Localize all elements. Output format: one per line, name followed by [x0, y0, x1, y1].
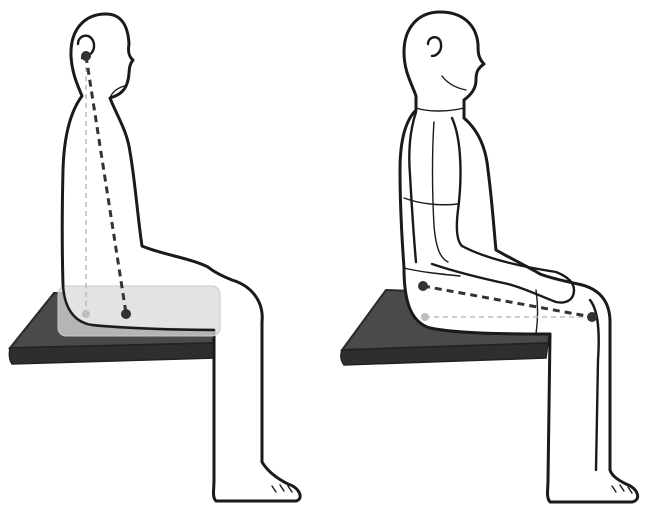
- left-light-marker: [82, 310, 90, 318]
- left-body-outline: [62, 14, 300, 501]
- left-figure: [9, 14, 300, 501]
- left-head-marker: [81, 51, 91, 61]
- right-body-outline: [400, 12, 638, 502]
- right-light-marker: [421, 313, 429, 321]
- left-pelvis-marker: [121, 309, 131, 319]
- right-figure: [341, 12, 638, 502]
- right-knee-marker: [587, 312, 597, 322]
- right-hip-marker: [418, 281, 428, 291]
